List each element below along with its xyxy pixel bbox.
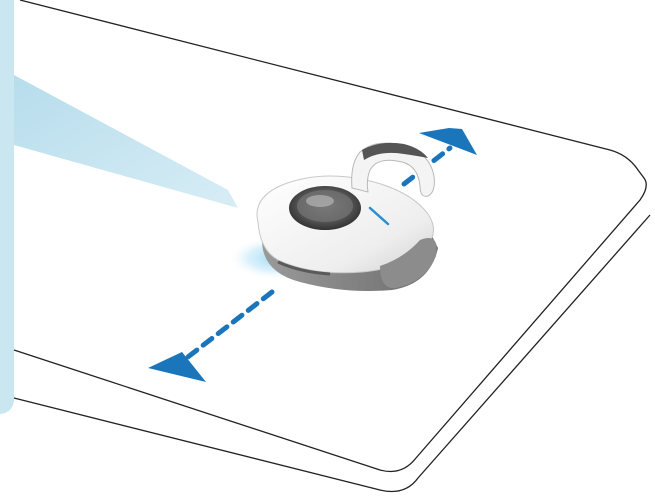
illustration-scene (0, 0, 655, 503)
illustration-canvas (0, 0, 655, 503)
